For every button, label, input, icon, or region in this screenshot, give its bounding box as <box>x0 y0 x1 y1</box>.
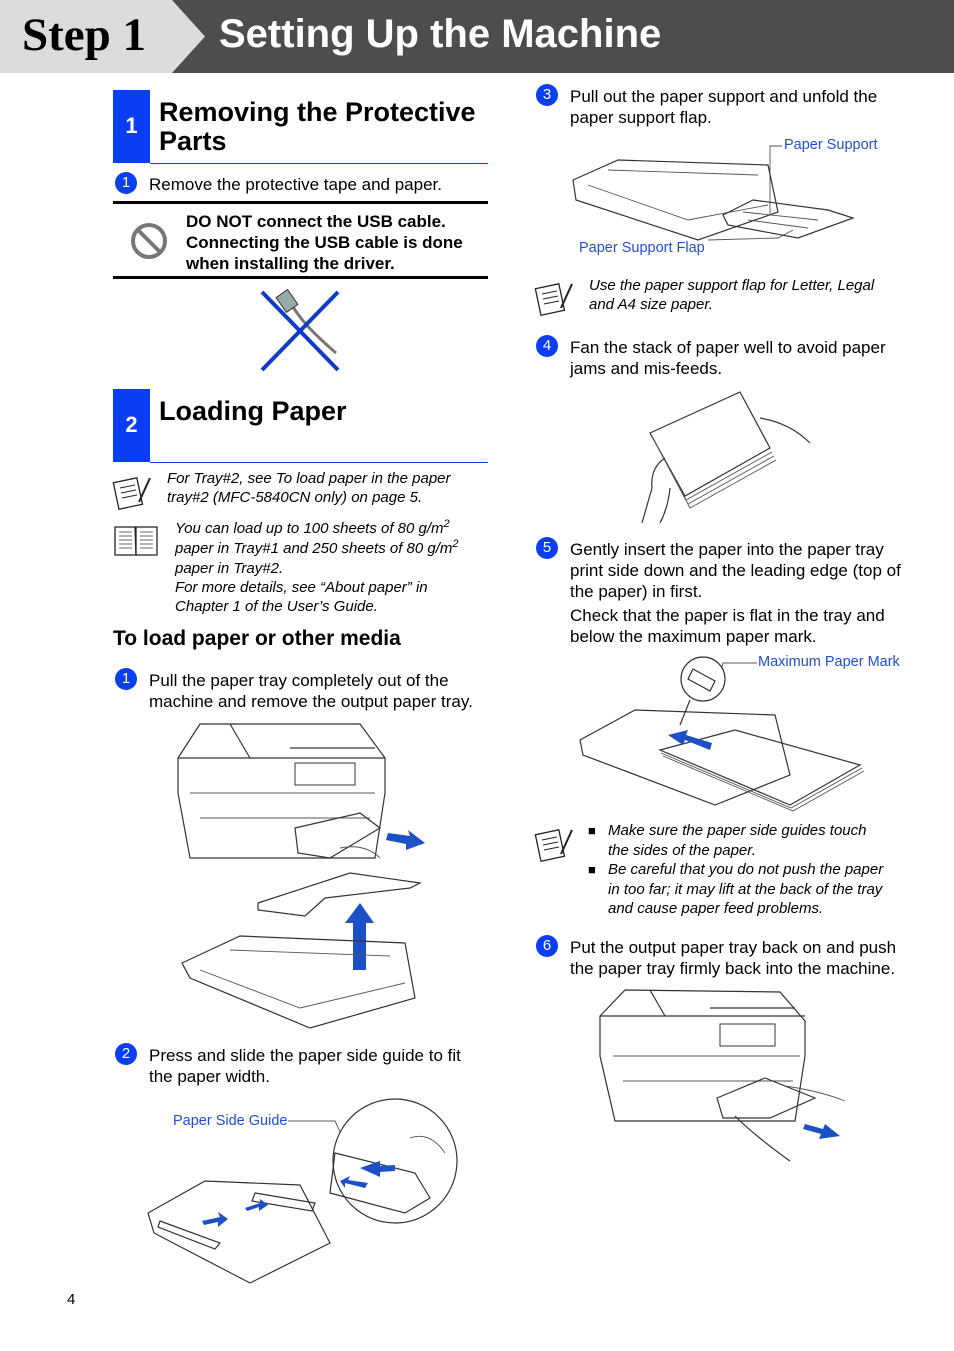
section-2-number: 2 <box>125 412 138 437</box>
machine-tray-illustration <box>177 723 425 1029</box>
note-support-flap-line1: Use the paper support flap for Letter, L… <box>589 277 875 294</box>
page-title: Setting Up the Machine <box>219 12 662 56</box>
section-1-number: 1 <box>125 113 138 138</box>
step-text: paper support flap. <box>570 108 712 127</box>
note-pad-icon <box>534 283 573 316</box>
callout-maximum-paper-mark: Maximum Paper Mark <box>758 654 900 670</box>
section-2-title: Loading Paper <box>159 396 347 426</box>
insert-paper-illustration <box>579 656 865 812</box>
note-capacity-line4: For more details, see “About paper” in <box>175 579 428 596</box>
step-number: 4 <box>536 335 558 357</box>
step-text: Pull the paper tray completely out of th… <box>149 671 449 690</box>
step-text: jams and mis-feeds. <box>570 359 723 378</box>
step-text: print side down and the leading edge (to… <box>570 561 901 580</box>
section-1-bar <box>113 90 150 163</box>
page-number: 4 <box>67 1291 76 1308</box>
section-2-bar <box>113 389 150 462</box>
section-1-title-line2: Parts <box>159 126 227 156</box>
subheading: To load paper or other media <box>113 627 401 650</box>
warning-bottom-rule <box>113 276 488 279</box>
warning-top-rule <box>113 201 488 204</box>
note-capacity-line5: Chapter 1 of the User’s Guide. <box>175 598 378 615</box>
callout-paper-support-flap: Paper Support Flap <box>579 240 705 256</box>
warning-line2: Connecting the USB cable is done <box>186 233 463 252</box>
note-tray2-line1: For Tray#2, see To load paper in the pap… <box>167 470 451 487</box>
note-tray2-line2: tray#2 (MFC-5840CN only) on page 5. <box>167 489 423 506</box>
section-1-title-line1: Removing the Protective <box>159 97 476 127</box>
step-number: 5 <box>536 537 558 559</box>
step-number: 3 <box>536 84 558 106</box>
section-2-underline <box>150 462 488 463</box>
prohibited-icon <box>131 223 167 259</box>
step-number: 2 <box>115 1043 137 1065</box>
step-text: below the maximum paper mark. <box>570 627 817 646</box>
step-number: 1 <box>115 172 137 194</box>
note-pad-icon <box>534 829 573 862</box>
step-label: Step 1 <box>22 9 147 61</box>
step-text: Put the output paper tray back on and pu… <box>570 938 897 957</box>
note-pad-icon <box>112 477 151 510</box>
usb-cable-crossed-icon <box>260 288 340 372</box>
section-1-underline <box>150 163 488 164</box>
fan-paper-illustration <box>641 391 811 524</box>
step-text: the paper width. <box>149 1067 270 1086</box>
note-capacity-line1: You can load up to 100 sheets of 80 g/m2 <box>175 518 450 538</box>
step-number: 1 <box>115 668 137 690</box>
step-text: the paper) in first. <box>570 582 703 601</box>
bullet-square: ■ <box>588 823 596 838</box>
note-support-flap-line2: and A4 size paper. <box>589 296 713 313</box>
callout-paper-support: Paper Support <box>784 137 878 153</box>
step-text: Press and slide the paper side guide to … <box>149 1046 461 1065</box>
note-capacity-line3: paper in Tray#2. <box>175 560 284 577</box>
step-text: Pull out the paper support and unfold th… <box>570 87 878 106</box>
step-text: machine and remove the output paper tray… <box>149 692 473 711</box>
insert-tray-illustration <box>599 989 846 1162</box>
note-bullet-item: ■ Be careful that you do not push the pa… <box>588 861 884 917</box>
callout-paper-side-guide: Paper Side Guide <box>173 1113 288 1129</box>
paper-support-illustration <box>572 145 855 241</box>
note-capacity-line2: paper in Tray#1 and 250 sheets of 80 g/m… <box>175 538 459 558</box>
step-number: 6 <box>536 935 558 957</box>
step-text: Remove the protective tape and paper. <box>149 175 442 194</box>
paper-side-guide-illustration <box>147 1098 458 1284</box>
step-text: Gently insert the paper into the paper t… <box>570 540 884 559</box>
step-text: Fan the stack of paper well to avoid pap… <box>570 338 886 357</box>
step-text: the paper tray firmly back into the mach… <box>570 959 896 978</box>
book-icon <box>114 526 158 556</box>
step-text: Check that the paper is flat in the tray… <box>570 606 885 625</box>
bullet-square: ■ <box>588 862 596 877</box>
warning-line3: when installing the driver. <box>186 254 395 273</box>
warning-line1: DO NOT connect the USB cable. <box>186 212 446 231</box>
step-tab <box>0 0 205 73</box>
